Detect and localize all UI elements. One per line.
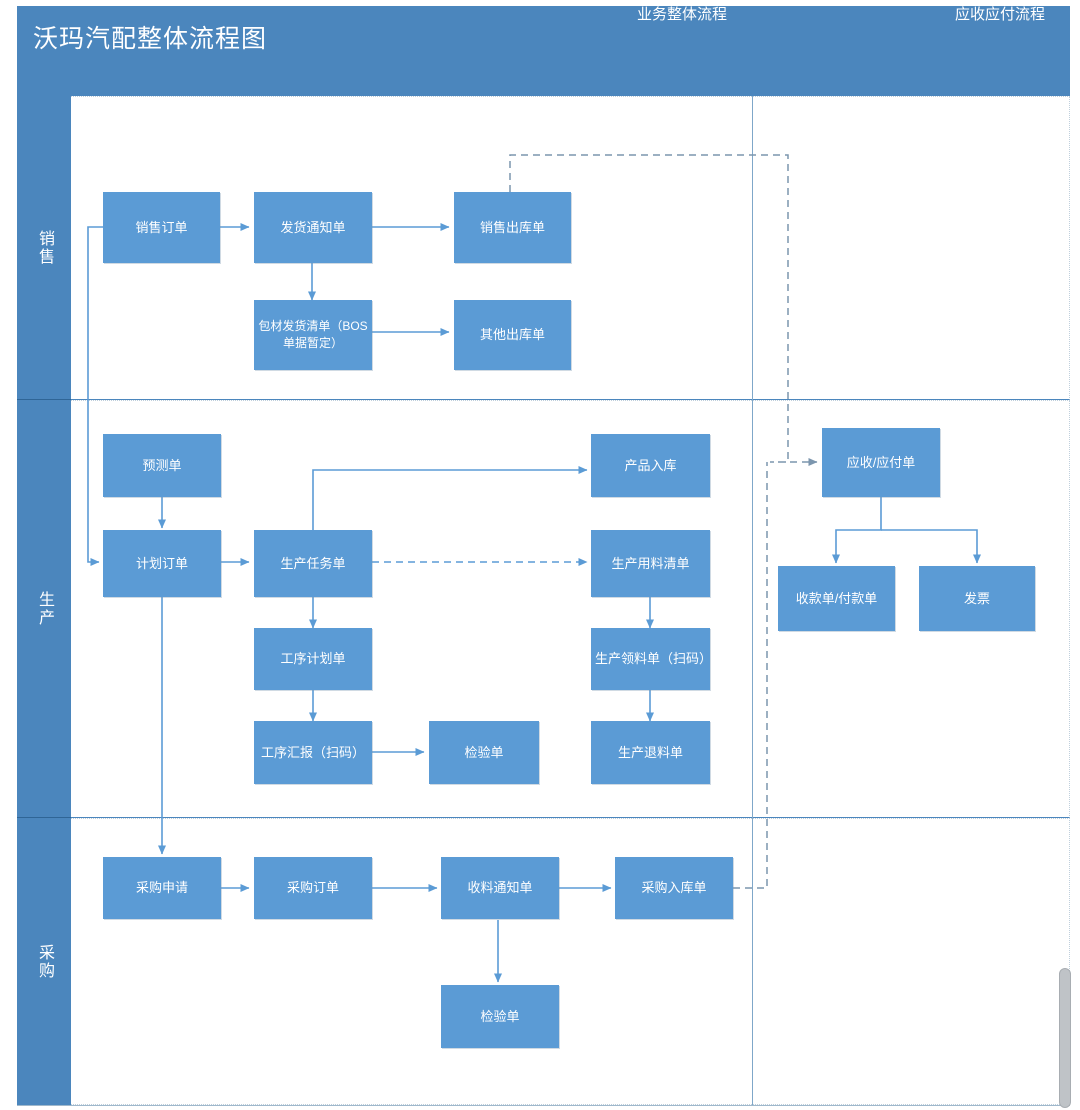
node-production-task[interactable]: 生产任务单 (254, 530, 372, 597)
lane-label-purchase: 采购 (17, 818, 71, 1105)
node-purchase-order[interactable]: 采购订单 (254, 857, 372, 919)
page-title: 沃玛汽配整体流程图 (33, 25, 268, 53)
node-production-picking[interactable]: 生产领料单（扫码） (591, 628, 712, 690)
vertical-scrollbar-thumb[interactable] (1059, 968, 1071, 1108)
title-bar (17, 6, 1070, 70)
lane-body-purchase (71, 818, 1070, 1105)
lane-label-production-text: 生产 (36, 590, 53, 627)
node-inspection-purchase[interactable]: 检验单 (441, 985, 559, 1048)
lane-label-sales-text: 销售 (36, 229, 53, 266)
node-product-inbound[interactable]: 产品入库 (591, 434, 710, 497)
node-plan-order[interactable]: 计划订单 (103, 530, 221, 597)
column-divider (752, 96, 753, 1105)
lane-label-sales: 销售 (17, 96, 71, 400)
node-production-material-list[interactable]: 生产用料清单 (591, 530, 710, 597)
vertical-scrollbar-track[interactable] (1059, 96, 1072, 1106)
node-sales-order[interactable]: 销售订单 (103, 192, 220, 263)
lane-label-production: 生产 (17, 400, 71, 818)
node-purchase-inbound[interactable]: 采购入库单 (615, 857, 733, 919)
node-purchase-request[interactable]: 采购申请 (103, 857, 221, 919)
node-process-report[interactable]: 工序汇报（扫码） (254, 721, 372, 784)
node-packaging-delivery-list[interactable]: 包材发货清单（BOS单据暂定） (254, 300, 372, 370)
node-sales-outbound[interactable]: 销售出库单 (454, 192, 571, 263)
node-invoice[interactable]: 发票 (919, 566, 1035, 631)
node-receipt-payment[interactable]: 收款单/付款单 (778, 566, 895, 631)
node-forecast-order[interactable]: 预测单 (103, 434, 221, 497)
node-ar-ap-bill[interactable]: 应收/应付单 (822, 428, 940, 497)
column-header-bar (17, 70, 1070, 96)
column-header-arap: 应收应付流程 (954, 6, 1045, 23)
node-process-plan[interactable]: 工序计划单 (254, 628, 372, 690)
node-other-outbound[interactable]: 其他出库单 (454, 300, 571, 370)
column-header-business: 业务整体流程 (636, 6, 727, 23)
node-receipt-notice[interactable]: 收料通知单 (441, 857, 559, 919)
lane-label-purchase-text: 采购 (36, 943, 53, 980)
node-production-return[interactable]: 生产退料单 (591, 721, 710, 784)
node-inspection-production[interactable]: 检验单 (429, 721, 539, 784)
node-delivery-notice[interactable]: 发货通知单 (254, 192, 372, 263)
